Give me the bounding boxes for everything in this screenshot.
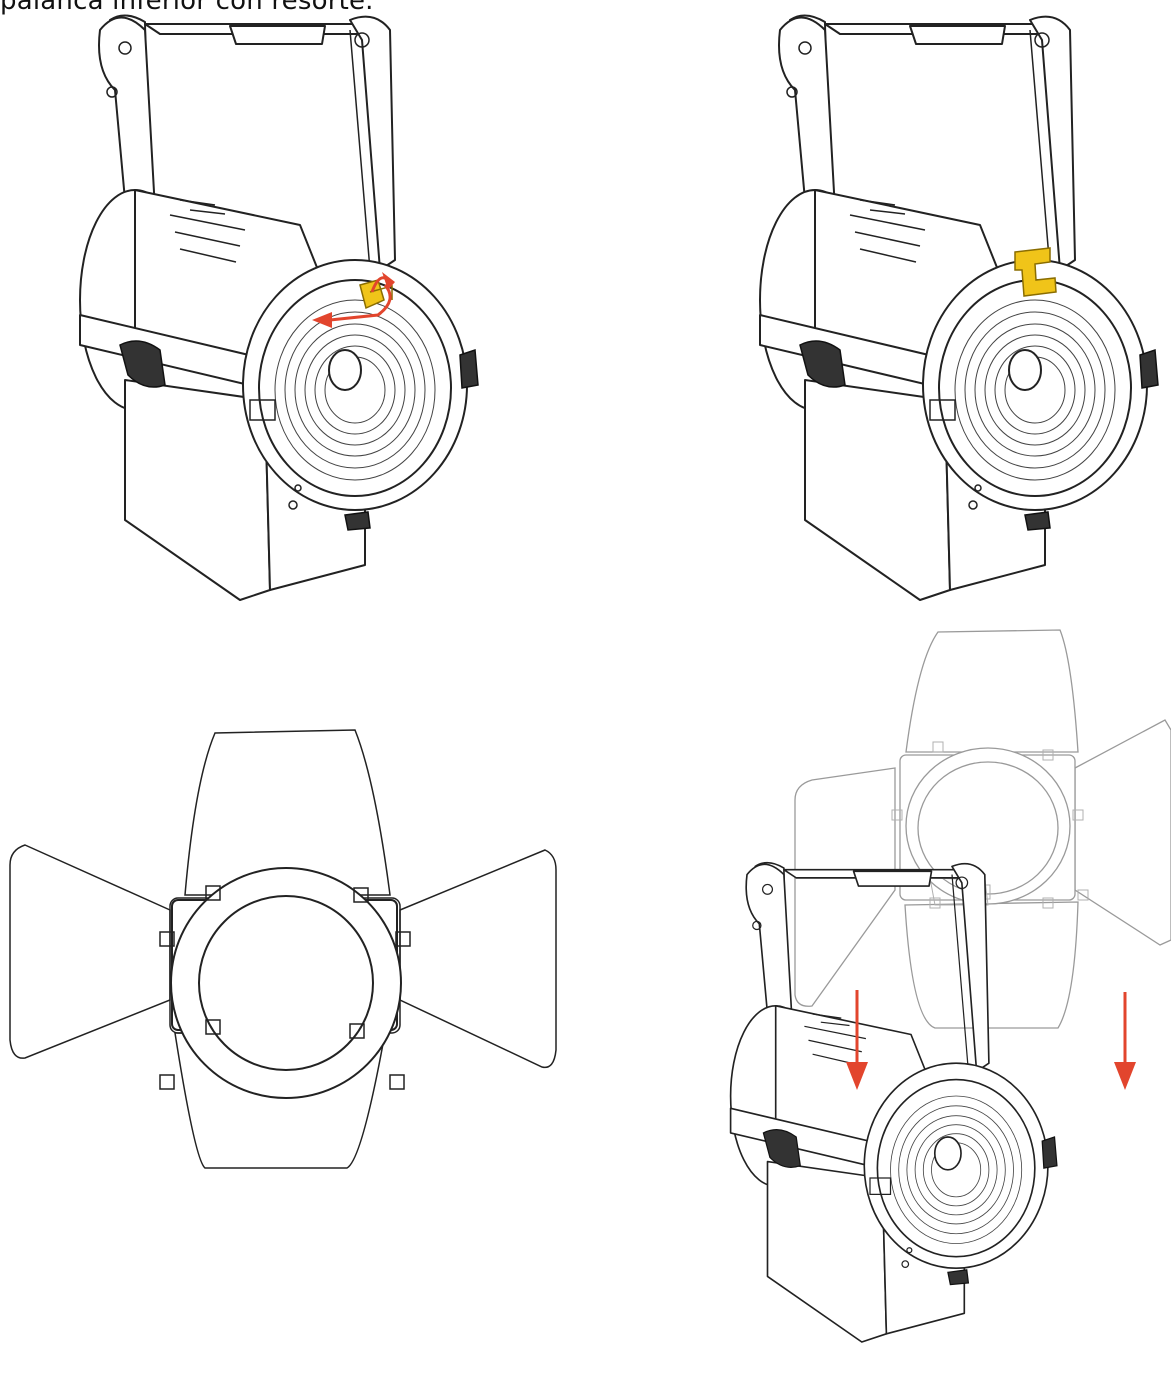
clip-icon (1014, 247, 1057, 297)
panel-barndoor-insert (729, 629, 1171, 1343)
rotate-arrows-icon (312, 272, 395, 328)
panel-barndoor-front (9, 729, 557, 1169)
caption-text: palanca inferior con resorte. (0, 0, 374, 16)
barndoor-icon (9, 729, 557, 1169)
down-arrow-icon (846, 990, 1136, 1090)
faint-barndoor (794, 629, 1171, 1029)
panel-lock-clip-release (79, 14, 479, 602)
panel-clip-open (759, 14, 1159, 602)
clip-icon (359, 279, 393, 310)
